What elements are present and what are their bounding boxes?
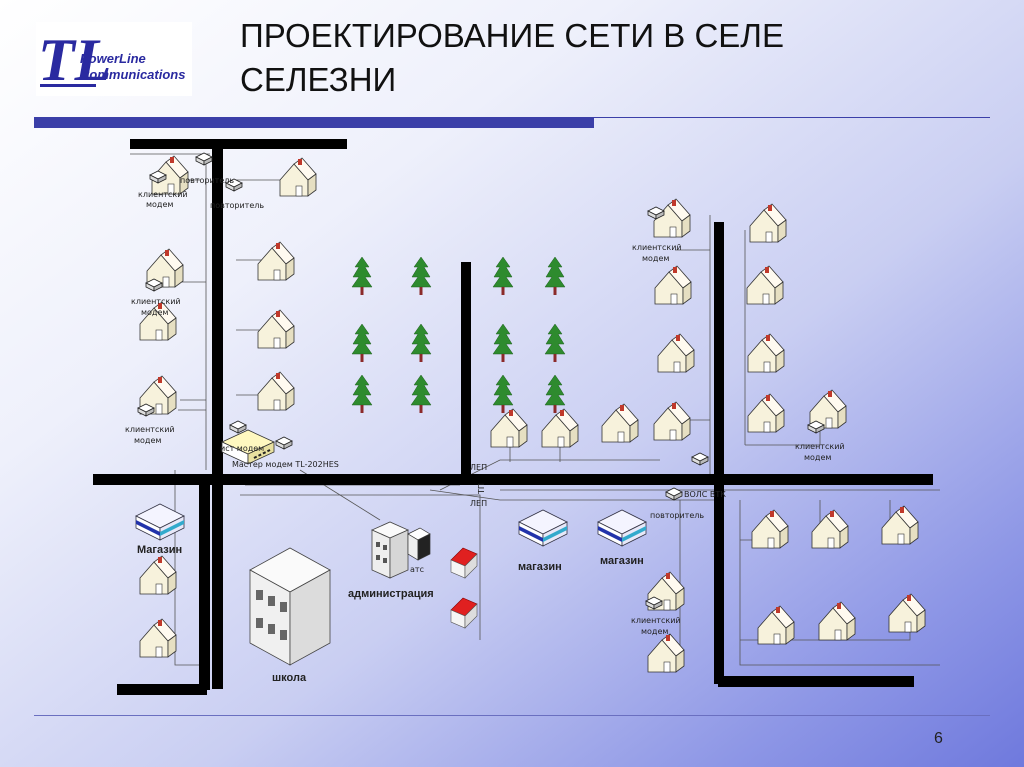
administration-building	[371, 521, 431, 579]
label-client-modem-c1: клиентский	[125, 425, 175, 434]
label-tp: ТП	[477, 483, 486, 495]
label-client-modem-a2: модем	[146, 200, 173, 209]
label-client-modem-b2: модем	[141, 308, 168, 317]
header-band	[34, 117, 594, 128]
label-school: школа	[272, 672, 307, 684]
label-client-modem-d1: клиентский	[632, 243, 682, 252]
label-repeater-c: повторитель	[650, 511, 704, 520]
label-shop-2: магазин	[518, 561, 562, 573]
footer-rule	[34, 715, 990, 716]
label-ats: атс	[410, 565, 424, 574]
school-building	[249, 547, 331, 666]
title-line1: ПРОЕКТИРОВАНИЕ СЕТИ В СЕЛЕ	[240, 17, 784, 54]
label-lep-b: ЛЕП	[470, 499, 487, 508]
label-client-modem-e1: клиентский	[795, 442, 845, 451]
tl-logo-mark: TL	[38, 27, 111, 93]
label-shop-3: магазин	[600, 555, 644, 567]
logo-line1: PowerLine	[80, 51, 146, 66]
label-shop-1: Магазин	[137, 544, 182, 556]
logo: TL PowerLine Communications	[36, 22, 192, 96]
logo-letters: TL	[38, 27, 111, 93]
master-modem-box	[221, 429, 275, 465]
slide-title: ПРОЕКТИРОВАНИЕ СЕТИ В СЕЛЕ СЕЛЕЗНИ	[240, 14, 784, 102]
map-labels: клиентский модем повторитель повторитель…	[125, 176, 845, 684]
title-line2: СЕЛЕЗНИ	[240, 61, 397, 98]
label-administration: администрация	[348, 588, 434, 600]
page-number: 6	[934, 730, 943, 747]
label-client-modem-f2: модем	[641, 627, 668, 636]
label-master-modem-2: Мастер модем TL-202HES	[232, 460, 339, 469]
label-master-modem-1: ист модем	[220, 444, 264, 453]
label-repeater-a: повторитель	[180, 176, 234, 185]
label-client-modem-c2: модем	[134, 436, 161, 445]
label-client-modem-b1: клиентский	[131, 297, 181, 306]
logo-line2: Communications	[80, 67, 186, 82]
label-client-modem-e2: модем	[804, 453, 831, 462]
label-client-modem-d2: модем	[642, 254, 669, 263]
label-client-modem-a1: клиентский	[138, 190, 188, 199]
label-vols: ВОЛС ВТК	[684, 490, 726, 499]
red-buildings	[450, 547, 478, 629]
roads	[93, 139, 933, 695]
label-repeater-b: повторитель	[210, 201, 264, 210]
header-rule	[594, 117, 990, 118]
trees	[351, 256, 566, 414]
label-lep-a: ЛЕП	[470, 463, 487, 472]
label-client-modem-f1: клиентский	[631, 616, 681, 625]
